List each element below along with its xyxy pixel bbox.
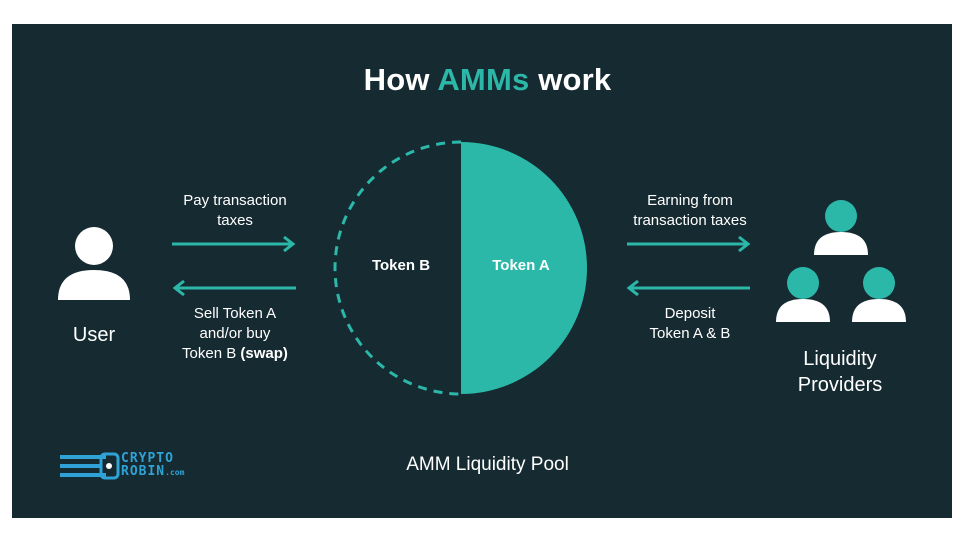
group-icon bbox=[776, 200, 906, 322]
pay-transaction-label: Pay transaction taxes bbox=[160, 191, 310, 231]
earning-line1: Earning from bbox=[647, 192, 733, 209]
providers-line1: Liquidity bbox=[803, 348, 877, 370]
arrow-right-right bbox=[627, 235, 751, 253]
provider-left-icon bbox=[776, 267, 830, 322]
swap-line2: and/or buy bbox=[199, 325, 271, 342]
provider-top-icon bbox=[814, 200, 868, 255]
token-b-half bbox=[333, 140, 462, 396]
earning-label: Earning from transaction taxes bbox=[610, 191, 770, 231]
arrow-right-left bbox=[172, 235, 296, 253]
deposit-line2: Token A & B bbox=[649, 325, 731, 342]
arrow-left-right bbox=[626, 279, 750, 297]
providers-label: Liquidity Providers bbox=[770, 346, 910, 398]
user-label: User bbox=[72, 324, 116, 346]
pay-transaction-line2: taxes bbox=[217, 212, 253, 229]
swap-line1: Sell Token A bbox=[193, 305, 277, 322]
title-accent: AMMs bbox=[437, 62, 530, 97]
token-b-label: Token B bbox=[371, 257, 431, 274]
deposit-label: Deposit Token A & B bbox=[610, 304, 770, 344]
logo-line2-wrap: ROBIN.com bbox=[121, 465, 184, 479]
pool-caption: AMM Liquidity Pool bbox=[406, 454, 569, 475]
earning-line2: transaction taxes bbox=[633, 212, 747, 229]
robot-logo-icon bbox=[60, 452, 120, 480]
token-a-label: Token A bbox=[492, 257, 550, 274]
providers-line2: Providers bbox=[797, 374, 883, 396]
swap-label: Sell Token A and/or buy Token B (swap) bbox=[160, 304, 310, 364]
logo-suffix: .com bbox=[165, 468, 185, 477]
pay-transaction-line1: Pay transaction bbox=[183, 192, 287, 209]
swap-bold: (swap) bbox=[240, 345, 288, 362]
provider-right-icon bbox=[852, 267, 906, 322]
logo-line2: ROBIN bbox=[121, 464, 166, 479]
logo-wordmark: CRYPTO ROBIN.com bbox=[121, 452, 184, 479]
arrow-left-left bbox=[172, 279, 296, 297]
swap-line3: Token B (swap) bbox=[182, 345, 288, 362]
liquidity-pool-circle bbox=[333, 140, 587, 396]
title-prefix: How bbox=[363, 62, 438, 97]
logo-line1: CRYPTO bbox=[121, 451, 174, 466]
deposit-line1: Deposit bbox=[664, 305, 716, 322]
page-title: How AMMs work bbox=[0, 62, 975, 98]
token-a-half bbox=[461, 142, 587, 394]
person-icon bbox=[58, 227, 130, 300]
title-suffix: work bbox=[529, 62, 612, 97]
